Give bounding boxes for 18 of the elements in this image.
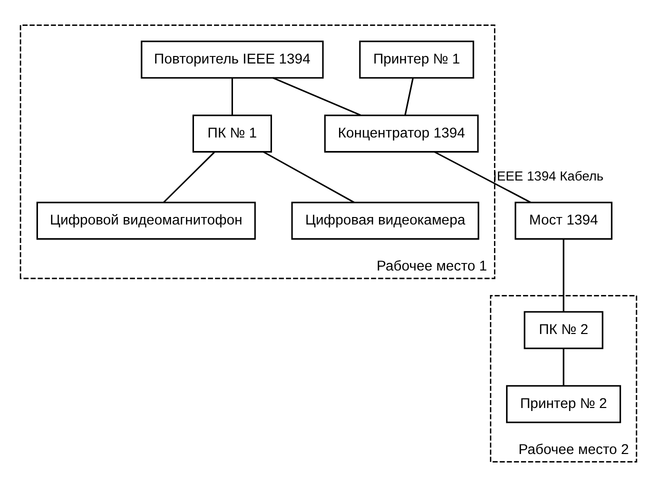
connector — [434, 151, 532, 204]
connector — [163, 152, 215, 203]
node-box: Цифровой видеомагнитофон — [36, 202, 256, 240]
node-box: Принтер № 2 — [506, 385, 622, 424]
node-box: Принтер № 1 — [359, 40, 474, 79]
node-box: ПК № 1 — [192, 114, 272, 153]
edge-label: IEEE 1394 Кабель — [493, 168, 604, 184]
node-box: ПК № 2 — [524, 311, 604, 350]
connector — [263, 151, 355, 204]
connector — [272, 77, 361, 116]
node-box: Мост 1394 — [514, 202, 612, 240]
node-box: Цифровая видеокамера — [291, 202, 480, 240]
node-box: Повторитель IEEE 1394 — [140, 40, 324, 79]
connector — [404, 78, 414, 116]
connector — [231, 78, 233, 116]
connector — [562, 238, 564, 312]
connector — [562, 348, 564, 386]
node-box: Концентратор 1394 — [324, 114, 479, 153]
